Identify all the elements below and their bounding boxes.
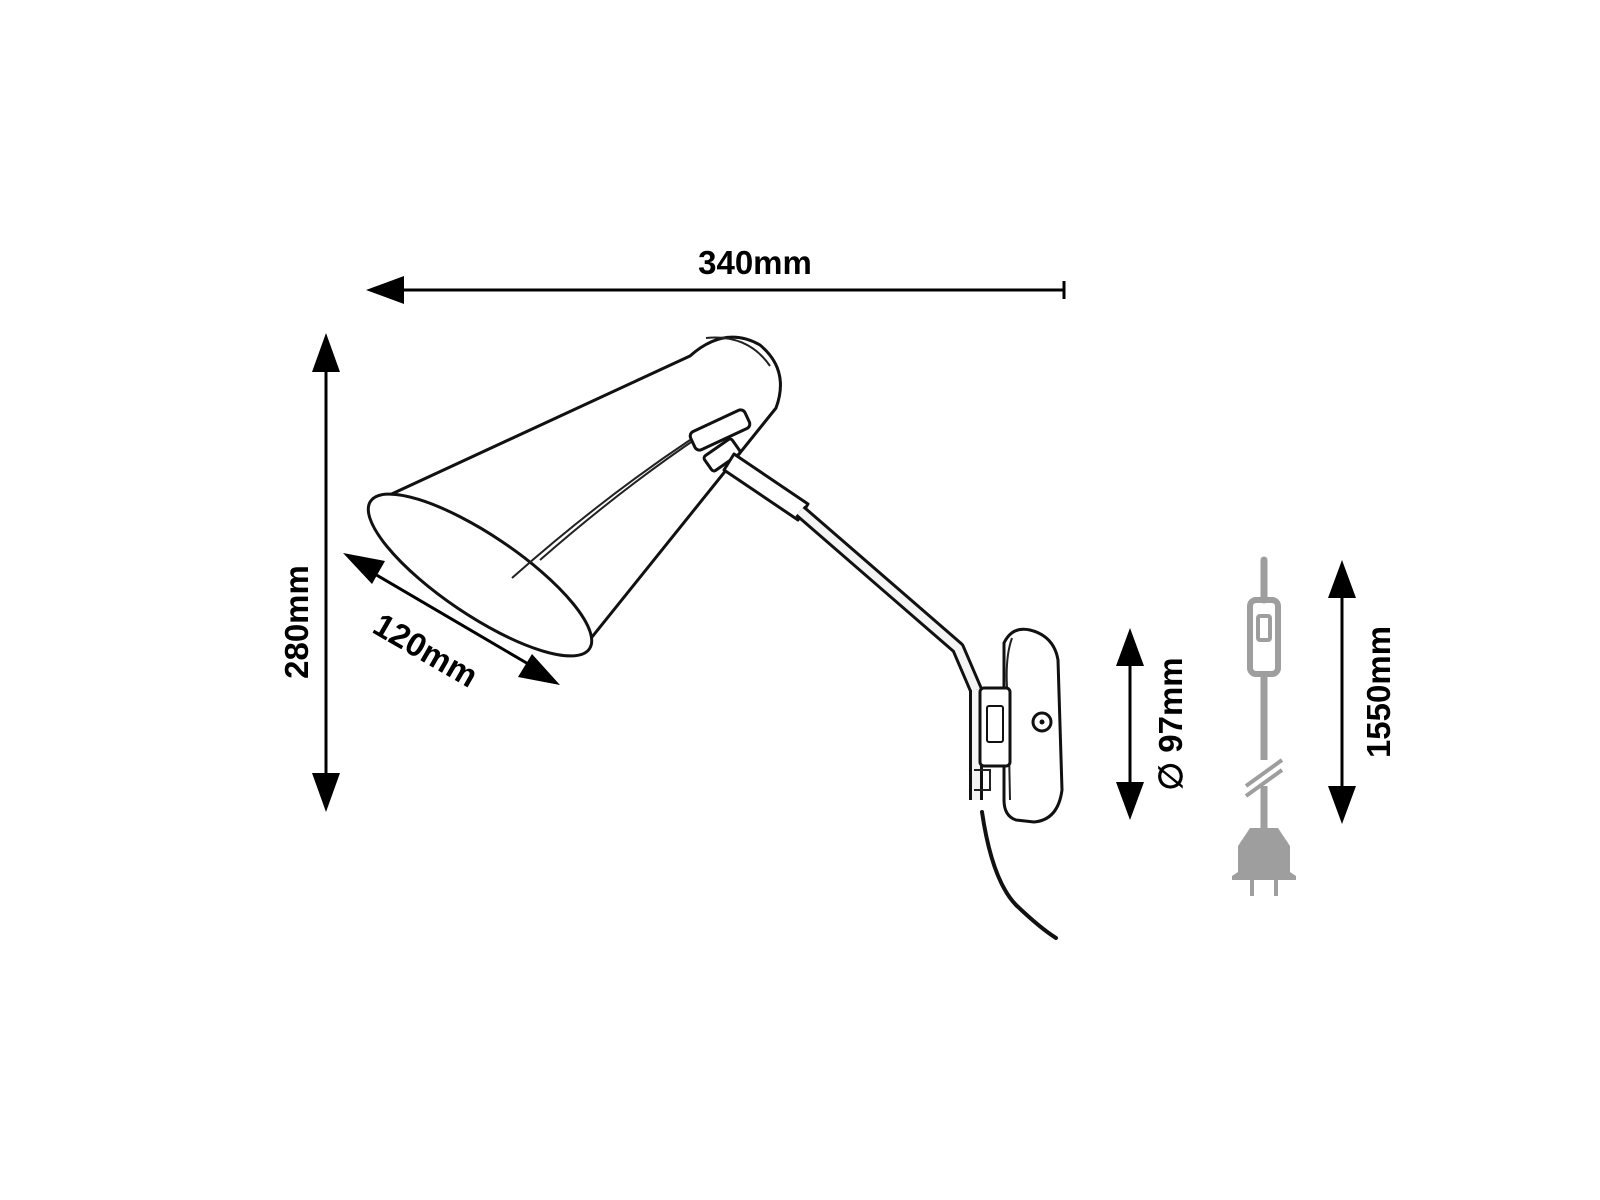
- shade-diameter-arrow-right: [518, 654, 560, 685]
- base-mount-connector: [974, 769, 991, 791]
- cable-break-icon: [1244, 758, 1284, 788]
- arm-rod-inner: [797, 507, 980, 692]
- inline-switch-button: [1256, 614, 1272, 642]
- height-arrow-top: [312, 333, 340, 372]
- shade-mount-bracket: [688, 408, 752, 452]
- base-diameter-arrow-bottom: [1116, 782, 1144, 820]
- width-arrow-left: [366, 276, 404, 304]
- cable-length-dimension: 1550mm: [1328, 560, 1397, 824]
- arm-sleeve: [722, 452, 810, 522]
- cable-break-icon-2: [1244, 768, 1284, 798]
- base-diameter-label: ∅ 97mm: [1152, 657, 1189, 790]
- wall-base: [974, 627, 1064, 824]
- lamp-shade-top-cap: [705, 336, 771, 367]
- lamp-shade-highlight: [511, 439, 691, 579]
- cable-length-label: 1550mm: [1360, 626, 1397, 758]
- height-arrow-bottom: [312, 773, 340, 812]
- lamp-shade-body: [368, 335, 782, 644]
- shade-diameter-line: [367, 568, 531, 667]
- power-cable: [980, 810, 1058, 940]
- height-label: 280mm: [278, 565, 315, 679]
- lamp-shade-highlight-2: [539, 435, 701, 561]
- width-label: 340mm: [698, 244, 812, 281]
- shade-diameter-label: 120mm: [367, 606, 484, 695]
- height-dimension: 280mm: [278, 333, 340, 812]
- lamp-shade: [366, 335, 782, 658]
- width-dimension: 340mm: [366, 244, 1066, 304]
- shade-diameter-arrow-left: [343, 553, 385, 584]
- base-mount-slot: [986, 705, 1004, 743]
- cable-plug-icon: [1232, 556, 1296, 896]
- cable-length-arrow-bottom: [1328, 786, 1356, 824]
- switch-knob-dot: [1039, 719, 1045, 725]
- lamp-arm: [722, 452, 983, 800]
- plug-icon: [1232, 828, 1296, 880]
- base-diameter-arrow-top: [1116, 628, 1144, 666]
- base-diameter-dimension: ∅ 97mm: [1116, 628, 1189, 820]
- lamp-shade-opening: [366, 492, 594, 658]
- cable-length-arrow-top: [1328, 560, 1356, 598]
- inline-switch-icon: [1247, 597, 1281, 677]
